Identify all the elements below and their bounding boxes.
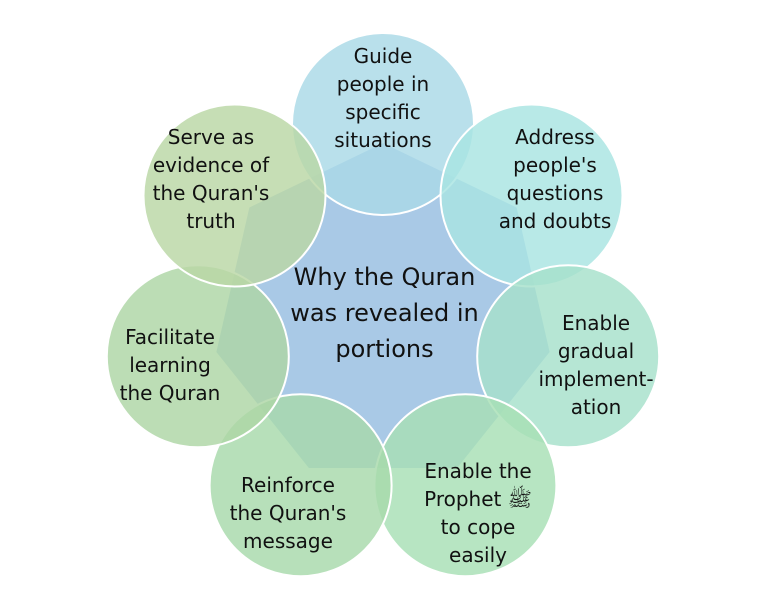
node-circle-gradual <box>476 264 661 449</box>
node-circle-evidence <box>142 103 327 288</box>
node-label-facilitate: Facilitate learning the Quran <box>119 324 221 405</box>
node-label-cope: Enable the Prophet ﷺ to cope easily <box>424 458 532 567</box>
node-label-reinforce: Reinforce the Quran's message <box>229 472 347 553</box>
node-label-address: Address people's questions and doubts <box>498 124 612 233</box>
node-label-evidence: Serve as evidence of the Quran's truth <box>152 124 270 233</box>
node-label-gradual: Enable gradual implement- ation <box>538 310 654 419</box>
node-circle-reinforce <box>208 393 393 578</box>
node-label-guide: Guide people in specific situations <box>334 43 432 152</box>
node-circles <box>105 32 661 578</box>
center-label: Why the Quran was revealed in portions <box>290 263 479 363</box>
